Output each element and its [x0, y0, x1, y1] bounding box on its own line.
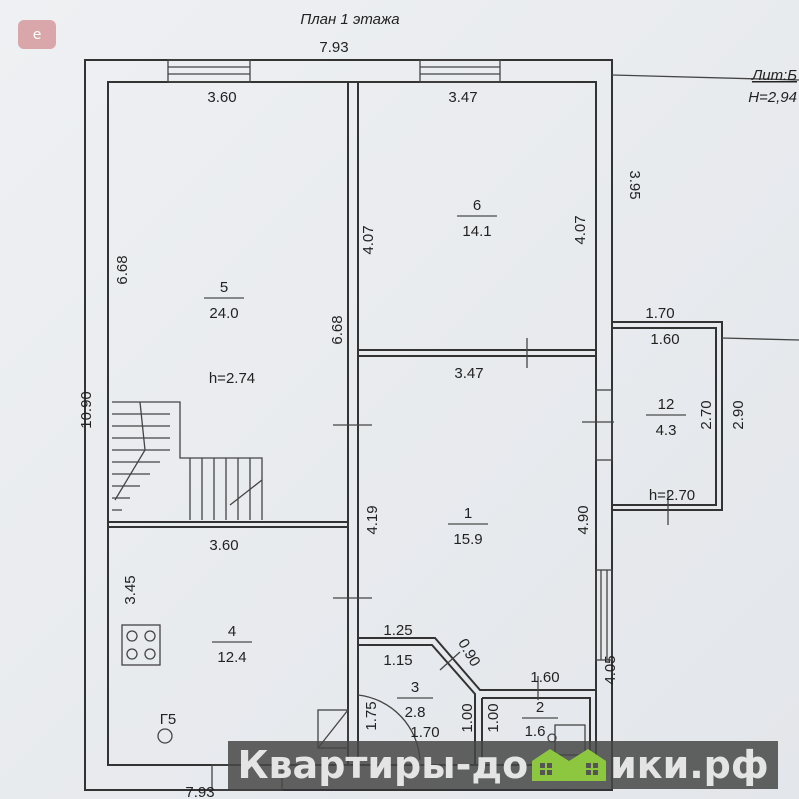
dim: 4.07: [360, 225, 377, 254]
dim: 3.45: [122, 575, 139, 604]
dim: 1.60: [650, 331, 679, 348]
svg-text:2.8: 2.8: [405, 704, 426, 721]
dim: 1.00: [459, 703, 476, 732]
watermark: Квартиры-до ики.рф: [228, 741, 778, 789]
dim: 2.90: [730, 400, 747, 429]
dim: 10.90: [78, 391, 95, 429]
dim: 6.68: [329, 315, 346, 344]
inner-wall: [107, 81, 597, 766]
svg-text:12.4: 12.4: [217, 649, 246, 666]
house-logo-icon: [530, 747, 608, 783]
svg-text:1: 1: [464, 505, 472, 522]
room-3: 32.8: [397, 679, 433, 721]
window-top-right: [419, 59, 501, 83]
window-top-left: [167, 59, 251, 83]
dim: 1.15: [383, 652, 412, 669]
site-badge-icon: e: [18, 20, 56, 49]
dim: 1.60: [530, 669, 559, 686]
plan-title: План 1 этажа: [300, 11, 399, 28]
boiler-icon: [157, 728, 173, 744]
dim-r3-bottom: 1.70: [410, 724, 439, 741]
height-r5: h=2.74: [209, 370, 255, 387]
site-line: [611, 74, 799, 81]
annex-outer: [612, 321, 723, 511]
dim: 4.19: [364, 505, 381, 534]
lit-label: Лит:Б: [751, 67, 797, 84]
dim: 2.70: [698, 400, 715, 429]
partition-vertical: [347, 82, 359, 765]
window-right-mid: [595, 389, 613, 461]
dim: 3.47: [454, 365, 483, 382]
dim-total-top: 7.93: [319, 39, 348, 56]
svg-text:12: 12: [658, 396, 675, 413]
annex-inner: [612, 327, 717, 506]
dim: 1.25: [383, 622, 412, 639]
dim: 3.60: [207, 89, 236, 106]
svg-text:5: 5: [220, 279, 228, 296]
svg-text:1.6: 1.6: [525, 723, 546, 740]
room-2: 21.6: [522, 699, 558, 740]
dim: 1.00: [485, 703, 502, 732]
partition-5-4: [108, 521, 348, 528]
dim: 3.95: [626, 170, 643, 199]
svg-text:2: 2: [536, 699, 544, 716]
boiler-label: Г5: [160, 711, 176, 728]
watermark-text-left: Квартиры-до: [237, 743, 529, 787]
dim: 3.60: [209, 537, 238, 554]
dim: 1.70: [645, 305, 674, 322]
svg-text:4.3: 4.3: [656, 422, 677, 439]
svg-text:15.9: 15.9: [453, 531, 482, 548]
stove-icon: [121, 624, 161, 666]
room-6: 614.1: [457, 197, 497, 240]
watermark-text-right: ики.рф: [610, 743, 769, 787]
partition-6-1: [358, 349, 596, 357]
dim: 1.75: [363, 701, 380, 730]
dim: 4.05: [602, 655, 619, 684]
dim: 6.68: [114, 255, 131, 284]
dim-total-bottom: 7.93: [185, 784, 214, 799]
svg-text:6: 6: [473, 197, 481, 214]
svg-text:24.0: 24.0: [209, 305, 238, 322]
svg-text:3: 3: [411, 679, 419, 696]
height-label: H=2,94: [748, 89, 797, 106]
dim: 3.47: [448, 89, 477, 106]
room-5: 524.0: [204, 279, 244, 322]
svg-text:4: 4: [228, 623, 236, 640]
dim: 4.07: [572, 215, 589, 244]
dim: 4.90: [575, 505, 592, 534]
room-12: 124.3: [646, 396, 686, 439]
staircase: [112, 401, 263, 520]
room-4: 412.4: [212, 623, 252, 666]
window-right-lower: [595, 569, 613, 661]
room-1: 115.9: [448, 505, 488, 548]
height-r12: h=2.70: [649, 487, 695, 504]
svg-text:14.1: 14.1: [462, 223, 491, 240]
